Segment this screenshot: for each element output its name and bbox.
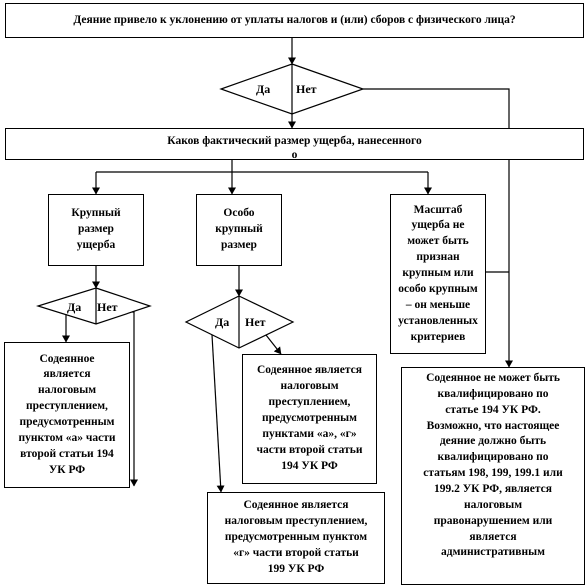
decision-especially-yes-label: Да bbox=[215, 315, 230, 329]
decision-large-no-label: Нет bbox=[97, 300, 118, 314]
outcome-not-194: Содеянное не может быть квалифицировано … bbox=[401, 367, 585, 585]
root-question-text: Деяние привело к уклонению от уплаты нал… bbox=[73, 13, 516, 26]
branch-large-damage: Крупный размер ущерба bbox=[48, 194, 144, 266]
decision-diamond-large bbox=[35, 287, 152, 325]
outcome-especially-194-text: Содеянное является налоговым преступлени… bbox=[256, 364, 363, 472]
outcome-large-tax-crime: Содеянное является налоговым преступлени… bbox=[4, 342, 130, 488]
outcome-especially-194: Содеянное является налоговым преступлени… bbox=[242, 354, 377, 484]
decision-main-yes-label: Да bbox=[256, 82, 271, 96]
decision-especially-no-label: Нет bbox=[245, 315, 266, 329]
outcome-large-tax-crime-text: Содеянное является налоговым преступлени… bbox=[18, 352, 116, 476]
root-question-box: Деяние привело к уклонению от уплаты нал… bbox=[5, 3, 584, 38]
branch-especially-large-text: Особо крупный размер bbox=[215, 207, 263, 251]
damage-question-box: Каков фактический размер ущерба, нанесен… bbox=[5, 128, 584, 160]
connector-no-path bbox=[363, 88, 513, 368]
branch-not-applicable-text: Масштаб ущерба не может быть признан кру… bbox=[398, 203, 478, 343]
branch-especially-large: Особо крупный размер bbox=[196, 194, 282, 266]
damage-question-text: Каков фактический размер ущерба, нанесен… bbox=[167, 135, 422, 160]
decision-large-yes-label: Да bbox=[67, 300, 82, 314]
branch-large-damage-text: Крупный размер ущерба bbox=[71, 207, 121, 251]
branch-not-applicable: Масштаб ущерба не может быть признан кру… bbox=[390, 194, 486, 354]
outcome-especially-199: Содеянное является налоговым преступлени… bbox=[207, 492, 385, 584]
outcome-especially-199-text: Содеянное является налоговым преступлени… bbox=[224, 499, 368, 575]
outcome-not-194-text: Содеянное не может быть квалифицировано … bbox=[423, 372, 563, 559]
decision-main-no-label: Нет bbox=[296, 82, 317, 96]
